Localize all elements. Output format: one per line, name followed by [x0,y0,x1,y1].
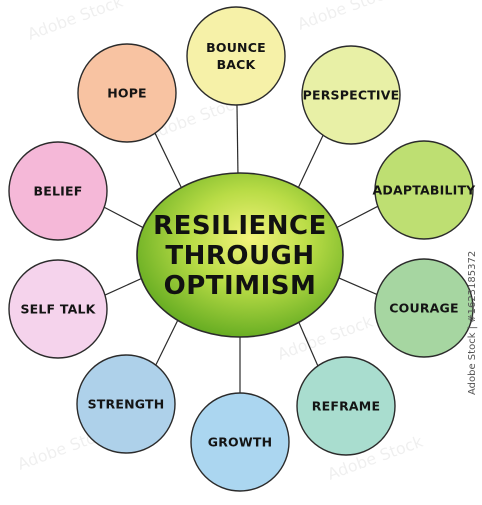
node-circle [77,43,177,143]
stock-id-label: Adobe Stock | #1623185372 [467,251,478,395]
center-title-line: RESILIENCE [153,211,327,241]
connector-line [103,206,145,229]
node-hope: HOPE [77,43,177,143]
node-label: ADAPTABILITY [373,183,477,198]
node-circle [76,354,176,454]
node-self-talk: SELF TALK [8,259,108,359]
watermark-text: Adobe Stock [25,0,126,44]
node-label: BOUNCE [206,40,266,55]
node-circle [8,141,108,241]
center-title-line: THROUGH [165,241,314,271]
node-circle [186,6,286,106]
node-reframe: REFRAME [296,356,396,456]
connector-layer [103,104,379,393]
connector-line [336,276,378,295]
connector-line [297,135,324,190]
node-perspective: PERSPECTIVE [301,45,401,145]
node-bounce-back: BOUNCE BACK [186,6,286,106]
node-circle [296,356,396,456]
connector-line [104,277,144,296]
node-label: GROWTH [208,435,273,450]
node-courage: COURAGE [374,258,474,358]
node-circle [374,258,474,358]
node-belief: BELIEF [8,141,108,241]
connector-line [334,205,379,229]
node-layer: BOUNCE BACK PERSPECTIVE ADAPTABILITY COURAGE… [8,6,477,492]
node-circle [301,45,401,145]
node-growth: GROWTH [190,392,290,492]
node-label: PERSPECTIVE [303,88,400,103]
center-ellipse [136,172,344,338]
node-label: REFRAME [312,399,380,414]
watermark-text: Adobe Stock [295,0,396,34]
node-circle [374,140,474,240]
node-label: HOPE [107,86,147,101]
node-label: STRENGTH [88,397,165,412]
connector-line [155,318,180,366]
center-title-line: OPTIMISM [164,271,317,301]
connector-line [297,320,319,367]
node-label: COURAGE [389,301,458,316]
connector-line [154,132,183,190]
node-adaptability: ADAPTABILITY [373,140,477,240]
connector-line [236,104,239,176]
node-circle [190,392,290,492]
node-label: BACK [217,57,257,72]
node-circle [8,259,108,359]
node-label: SELF TALK [20,302,96,317]
node-label: BELIEF [34,184,83,199]
node-strength: STRENGTH [76,354,176,454]
